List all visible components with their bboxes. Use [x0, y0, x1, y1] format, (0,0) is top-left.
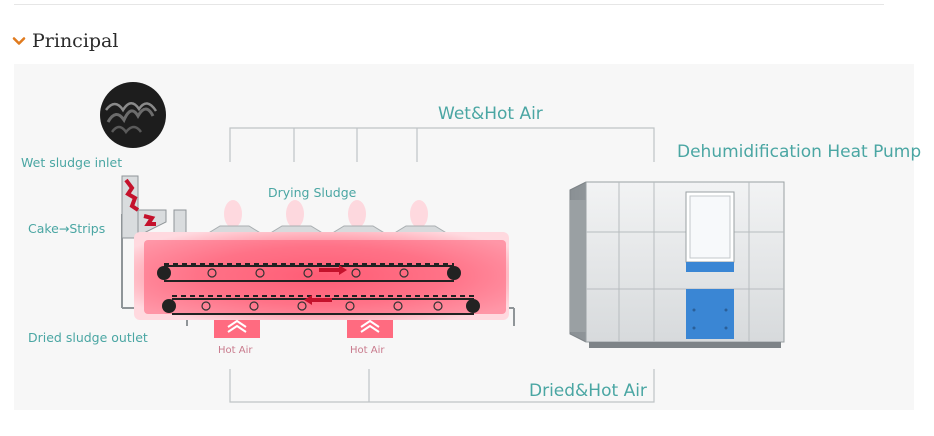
principal-section-toggle[interactable]: Principal: [12, 27, 118, 55]
wet-hot-air-duct: [229, 127, 655, 162]
inlet-chute: [121, 175, 187, 239]
conveyor-idlers: [201, 268, 443, 311]
label-wet-sludge-inlet: Wet sludge inlet: [21, 155, 123, 170]
label-hot-air-right: Hot Air: [350, 345, 385, 356]
sludge-photo: [100, 82, 166, 148]
flow-arrows: [304, 265, 347, 305]
label-dried-sludge-outlet: Dried sludge outlet: [28, 330, 148, 345]
label-dried-hot-air: Dried&Hot Air: [529, 381, 647, 401]
section-title: Principal: [32, 30, 119, 52]
label-cake-strips: Cake→Strips: [28, 221, 106, 236]
dried-hot-air-duct: [229, 369, 655, 403]
diagram-graphic: [100, 82, 785, 403]
label-wet-hot-air: Wet&Hot Air: [438, 104, 543, 124]
label-hot-air-left: Hot Air: [218, 345, 253, 356]
conveyor-rollers: [157, 266, 480, 313]
label-dehumidification-heat-pump: Dehumidification Heat Pump: [677, 142, 922, 162]
conveyor-belts: [164, 263, 474, 315]
principal-diagram: Wet&Hot Air Dehumidification Heat Pump W…: [14, 64, 921, 410]
heat-pump-unit: [569, 181, 785, 348]
chevron-down-icon: [12, 37, 26, 45]
top-divider: [14, 4, 884, 5]
steam-puffs: [224, 200, 428, 228]
hot-air-inlets: [214, 319, 393, 338]
label-drying-sludge: Drying Sludge: [268, 185, 357, 200]
